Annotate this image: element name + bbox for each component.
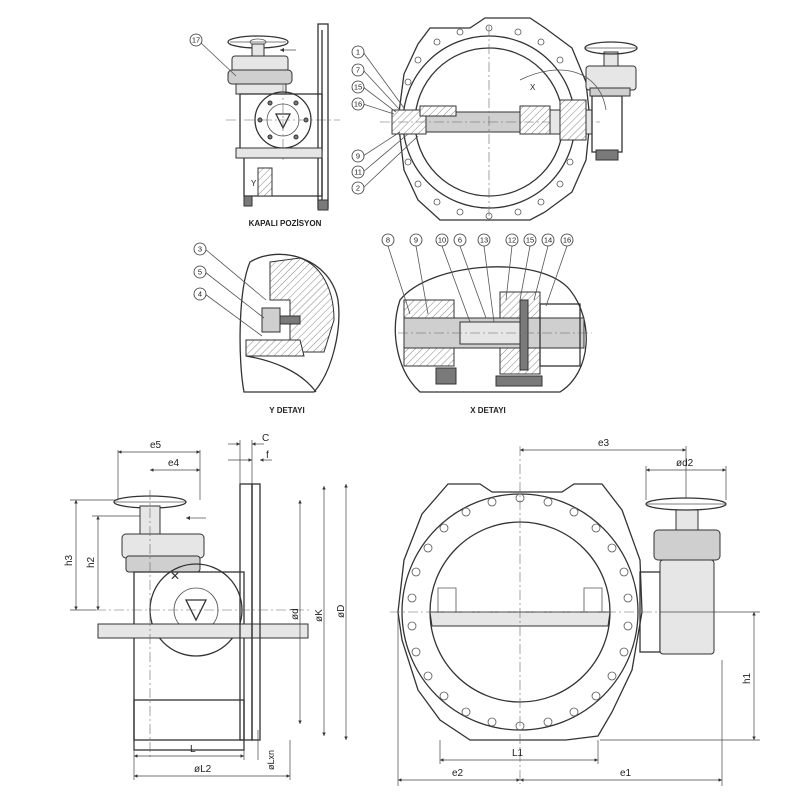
balloon-label: 1 xyxy=(356,48,360,57)
dim-L: L xyxy=(190,744,196,755)
dim-e2: e2 xyxy=(452,768,464,779)
front-view-dimensioned: e3 ød2 h1 L1 e2 e1 xyxy=(390,438,760,786)
dim-h2: h2 xyxy=(86,556,97,568)
front-view-section: X 1 7 15 16 9 11 2 xyxy=(351,17,638,222)
balloon-label: 3 xyxy=(198,245,202,254)
detail-y-marker: Y xyxy=(251,179,257,188)
dim-C: C xyxy=(262,433,269,444)
balloons-detail-y: 3 5 4 xyxy=(193,242,267,337)
dim-e4: e4 xyxy=(168,458,180,469)
balloon xyxy=(189,33,203,47)
dimensions-right: e3 ød2 h1 L1 e2 e1 xyxy=(397,438,760,786)
dim-oK: øK xyxy=(314,609,325,622)
balloon-label: 5 xyxy=(198,268,202,277)
dim-oD: øD xyxy=(336,605,347,618)
side-view-closed: Y KAPALI POZİSYON 17 xyxy=(189,23,340,228)
balloon-label: 9 xyxy=(356,152,360,161)
dim-h1: h1 xyxy=(742,672,753,684)
balloon-label: 8 xyxy=(386,236,390,245)
balloon-label: 17 xyxy=(192,36,200,45)
balloon-label: 12 xyxy=(508,236,516,245)
dim-h3: h3 xyxy=(64,554,75,566)
flange-bolt-holes xyxy=(407,493,633,731)
balloon-label: 16 xyxy=(354,100,362,109)
balloon-label: 11 xyxy=(354,168,362,177)
balloon-label: 7 xyxy=(356,66,360,75)
dimensions-left: e5 e4 C f h3 h2 ød øK øD L xyxy=(64,433,348,780)
balloon-label: 15 xyxy=(526,236,534,245)
detail-y: 3 5 4 Y DETAYI xyxy=(193,242,340,415)
dim-od2: ød2 xyxy=(676,458,694,469)
balloon-label: 9 xyxy=(414,236,418,245)
balloon-label: 13 xyxy=(480,236,488,245)
dim-e1: e1 xyxy=(620,768,632,779)
balloon-label: 15 xyxy=(354,83,362,92)
balloon-label: 14 xyxy=(544,236,552,245)
dim-e5: e5 xyxy=(150,440,162,451)
dim-e3: e3 xyxy=(598,438,610,449)
dim-f: f xyxy=(266,450,269,461)
balloon-label: 2 xyxy=(356,184,360,193)
balloon-label: 16 xyxy=(563,236,571,245)
closed-position-caption: KAPALI POZİSYON xyxy=(249,219,322,228)
dim-od: ød xyxy=(290,608,301,620)
dim-oL2: øL2 xyxy=(194,764,212,775)
balloons-detail-x: 8 9 10 6 13 12 15 14 16 xyxy=(381,233,574,323)
detail-x: 8 9 10 6 13 12 15 14 16 X DETAYI xyxy=(381,233,592,415)
balloon-label: 10 xyxy=(438,236,446,245)
detail-y-caption: Y DETAYI xyxy=(269,406,304,415)
dim-oLxn: øLxn xyxy=(266,750,276,770)
balloon-label: 4 xyxy=(198,290,202,299)
balloons-front: 1 7 15 16 9 11 2 xyxy=(351,45,419,195)
side-view-dimensioned: ✕ e5 e4 C f h3 h2 ød xyxy=(64,433,348,780)
detail-x-marker: X xyxy=(530,83,536,92)
balloon-label: 6 xyxy=(458,236,462,245)
dim-L1: L1 xyxy=(512,748,524,759)
indicator-icon: ✕ xyxy=(170,569,180,583)
detail-x-caption: X DETAYI xyxy=(470,406,506,415)
